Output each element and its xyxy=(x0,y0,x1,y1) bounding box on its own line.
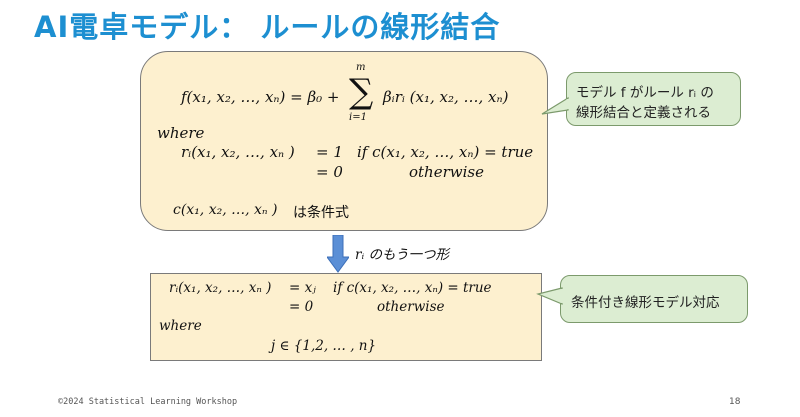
callout-linear-combination: モデル f がルール rᵢ の 線形結合と定義される xyxy=(566,72,741,126)
formula-lhs: f(x₁, x₂, …, xₙ) = β₀ + xyxy=(181,88,340,106)
alt-rule-condition-otherwise: otherwise xyxy=(377,299,445,315)
alt-where-label: where xyxy=(159,318,202,334)
alternative-form-box: rᵢ(x₁, x₂, …, xₙ ) = xⱼ if c(x₁, x₂, …, … xyxy=(150,273,542,361)
callout-pointer-2 xyxy=(536,287,564,305)
definition-box: f(x₁, x₂, …, xₙ) = β₀ + m ∑ i=1 βᵢrᵢ (x₁… xyxy=(140,51,548,231)
alt-rule-value-zero: = 0 xyxy=(289,299,314,315)
callout-pointer-1 xyxy=(541,96,570,115)
rule-lhs: rᵢ(x₁, x₂, …, xₙ ) xyxy=(181,143,295,161)
callout-line-2: 線形結合と定義される xyxy=(576,105,711,121)
condition-description: は条件式 xyxy=(293,205,349,221)
copyright-footer: ©2024 Statistical Learning Workshop xyxy=(58,397,238,407)
callout-line-1: モデル f がルール rᵢ の xyxy=(576,85,714,101)
sum-symbol: ∑ xyxy=(349,72,374,112)
sum-upper-limit: m xyxy=(356,62,366,73)
condition-expression: c(x₁, x₂, …, xₙ ) xyxy=(173,202,278,218)
index-domain: j ∈ {1,2, … , n} xyxy=(271,338,377,354)
where-label: where xyxy=(157,124,205,142)
callout-conditional-linear: 条件付き線形モデル対応 xyxy=(560,275,748,323)
rule-condition-true: if c(x₁, x₂, …, xₙ) = true xyxy=(357,143,534,161)
formula-rhs: βᵢrᵢ (x₁, x₂, …, xₙ) xyxy=(383,88,509,106)
rule-value-one: = 1 xyxy=(316,143,343,161)
rule-condition-otherwise: otherwise xyxy=(409,163,484,181)
arrow-label: rᵢ のもう一つ形 xyxy=(355,247,450,263)
page-title: AI電卓モデル： ルールの線形結合 xyxy=(34,10,501,44)
callout2-line-1: 条件付き線形モデル対応 xyxy=(571,295,720,311)
down-arrow-icon xyxy=(327,235,349,273)
rule-value-zero: = 0 xyxy=(316,163,343,181)
alt-rule-condition-true: if c(x₁, x₂, …, xₙ) = true xyxy=(333,280,492,296)
sum-lower-limit: i=1 xyxy=(349,112,367,123)
page-number: 18 xyxy=(729,397,741,407)
alt-rule-lhs: rᵢ(x₁, x₂, …, xₙ ) xyxy=(169,280,272,296)
alt-rule-value-x: = xⱼ xyxy=(289,280,316,296)
